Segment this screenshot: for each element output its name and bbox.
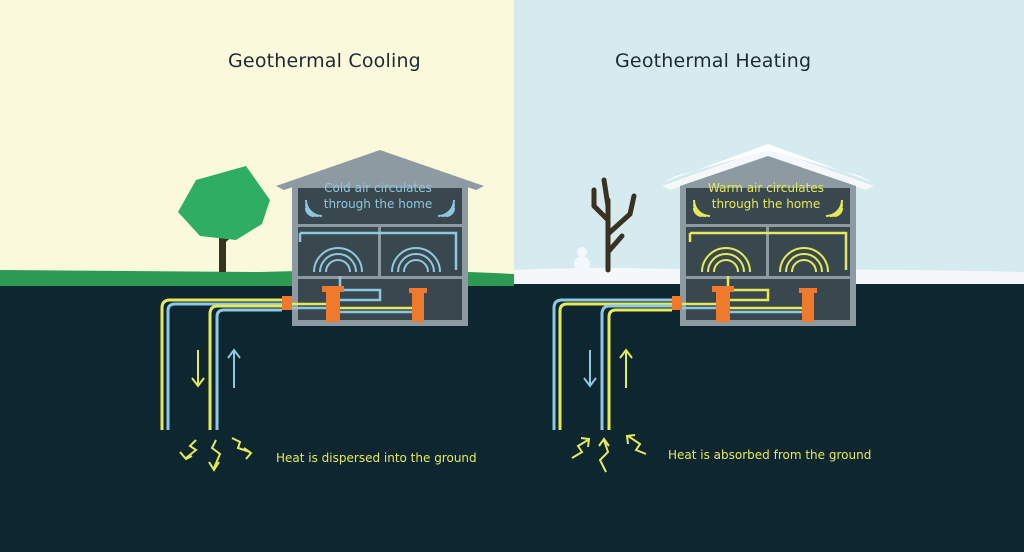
heating-house <box>662 144 874 326</box>
bare-tree-icon <box>591 177 637 273</box>
caption-line: Cold air circulates <box>324 181 432 195</box>
heating-ground-caption: Heat is absorbed from the ground <box>668 448 872 462</box>
heating-house-caption: Warm air circulates through the home <box>686 180 846 212</box>
down-arrow-icon <box>191 350 205 388</box>
cooling-title: Geothermal Cooling <box>228 50 421 72</box>
up-arrow-icon <box>227 348 241 388</box>
up-arrow-icon <box>619 348 633 388</box>
cooling-ground-loop <box>160 298 282 430</box>
tree-icon <box>178 166 270 272</box>
cooling-ground-caption: Heat is dispersed into the ground <box>276 451 477 465</box>
caption-line: through the home <box>323 197 433 211</box>
snowman-icon <box>574 247 590 272</box>
heating-title: Geothermal Heating <box>615 50 812 72</box>
cooling-house-caption: Cold air circulates through the home <box>298 180 458 212</box>
down-arrow-icon <box>583 350 597 388</box>
ground <box>0 278 1024 552</box>
cooling-house <box>276 150 484 326</box>
heat-absorbed-icon <box>571 434 647 473</box>
caption-line: Warm air circulates <box>708 181 824 195</box>
heating-ground-loop <box>552 298 672 430</box>
caption-line: through the home <box>711 197 821 211</box>
heat-dispersed-icon <box>179 437 253 472</box>
